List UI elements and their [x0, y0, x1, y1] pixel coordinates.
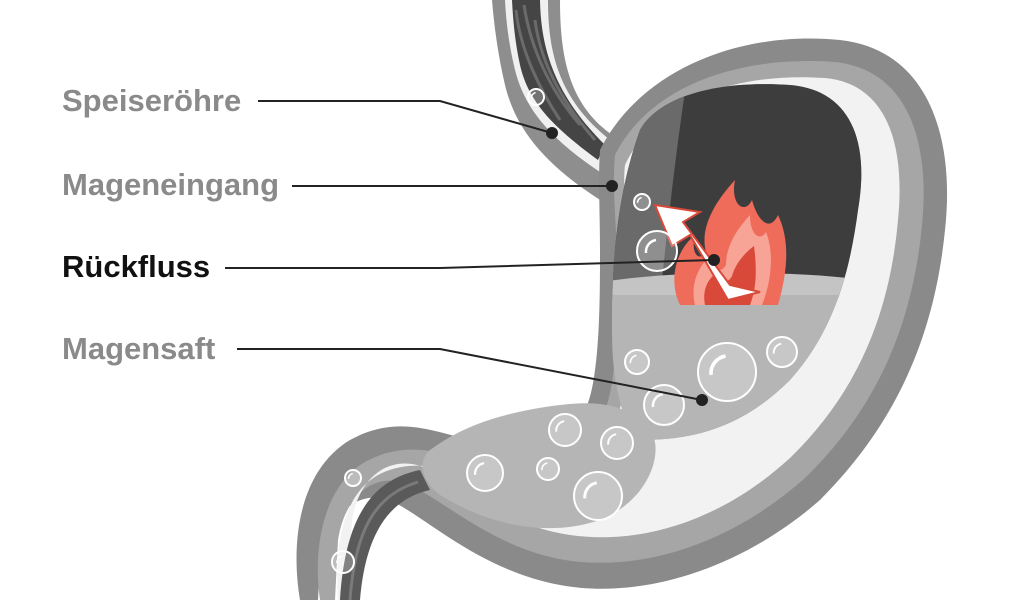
label-esophagus: Speiseröhre [62, 83, 242, 118]
bubble-icon [636, 230, 678, 272]
bubble-icon [331, 550, 355, 574]
leader-lines [225, 100, 720, 406]
leader-line-cardia [292, 180, 618, 192]
bubble-icon [344, 469, 362, 487]
bubble-icon [573, 471, 623, 521]
bubble-icon [600, 426, 634, 460]
bubble-icon [466, 454, 504, 492]
leader-line-reflux [225, 254, 720, 269]
flame-icon [674, 180, 787, 305]
label-cardia: Mageneingang [62, 167, 280, 202]
bubble-icon [633, 193, 651, 211]
leader-line-gastric-juice [237, 348, 708, 406]
bubble-icon [697, 342, 757, 402]
bubble-icon [527, 88, 545, 106]
stomach [296, 38, 948, 600]
bubbles [331, 88, 798, 574]
leader-line-esophagus [258, 100, 558, 139]
bubble-icon [624, 349, 650, 375]
label-reflux: Rückfluss [62, 249, 211, 284]
bubble-icon [548, 413, 582, 447]
bubble-icon [643, 384, 685, 426]
label-gastric-juice: Magensaft [62, 331, 216, 366]
bubble-icon [766, 336, 798, 368]
bubble-icon [536, 457, 560, 481]
